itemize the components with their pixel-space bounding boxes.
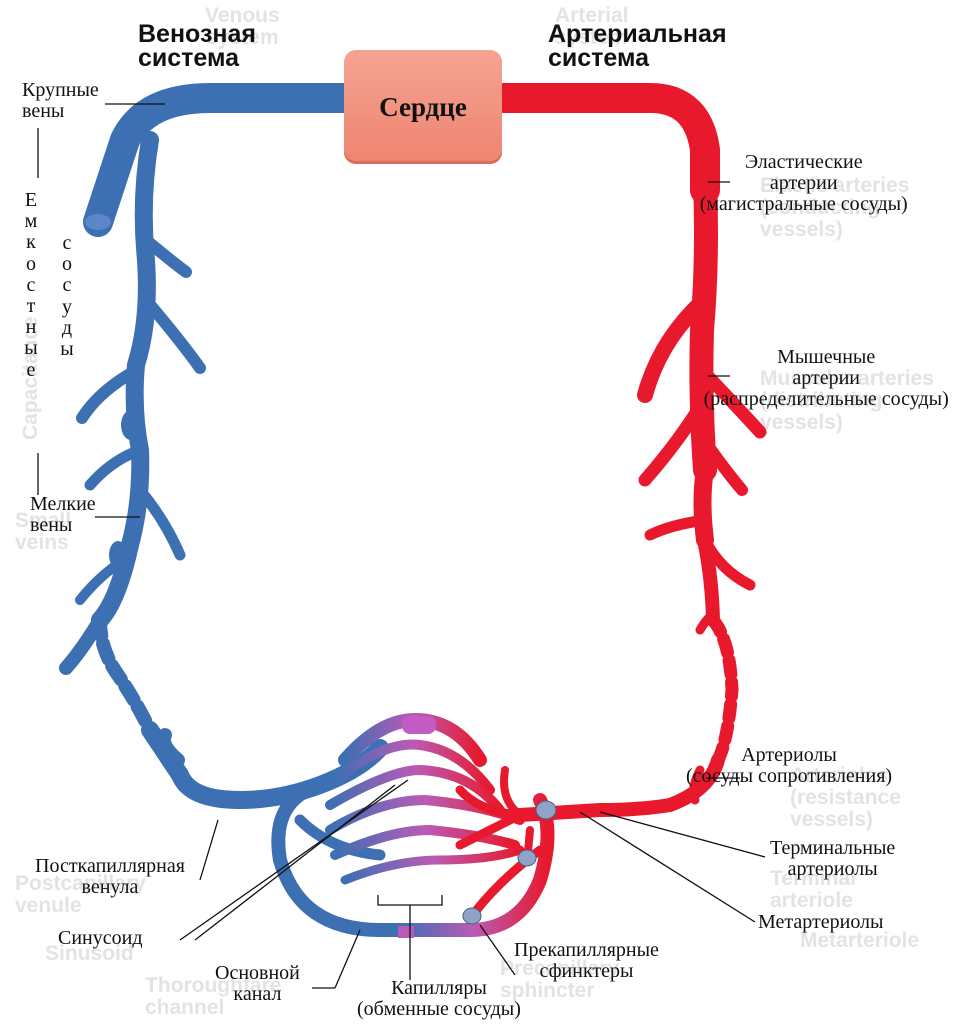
venous-tree [66, 98, 400, 930]
muscular-arteries-label: Мышечные артерии (распределительные сосу… [704, 347, 949, 410]
metarterioles-label: Метартериолы [758, 912, 883, 933]
venous-system-heading: Венозная система [138, 22, 256, 70]
sinusoid-label: Синусоид [58, 928, 143, 949]
elastic-arteries-label: Эластические артерии (магистральные сосу… [700, 152, 908, 215]
sphincter-3 [463, 908, 481, 924]
precapillary-sphincters-label: Прекапиллярные сфинктеры [514, 940, 659, 982]
capacitive-label: Е м к о с т н ы е [24, 190, 38, 381]
small-veins-label: Мелкие вены [30, 494, 96, 536]
sphincter-1 [536, 801, 556, 819]
arterial-system-heading: Артериальная система [548, 22, 727, 70]
terminal-arterioles-label: Терминальные артериолы [770, 838, 895, 880]
main-channel-label: Основной канал [215, 963, 300, 1005]
postcapillary-venule-label: Посткапиллярная венула [35, 856, 185, 898]
heart-box: Сердце [344, 50, 502, 164]
arterioles-label: Артериолы (сосуды сопротивления) [686, 745, 892, 787]
vessels-label: с о с у д ы [60, 233, 74, 360]
capillaries-label: Капилляры (обменные сосуды) [357, 978, 521, 1020]
heart-label: Сердце [344, 92, 502, 123]
large-veins-label: Крупные вены [22, 80, 99, 122]
arterial-tree [460, 98, 760, 912]
sphincter-2 [518, 850, 536, 866]
